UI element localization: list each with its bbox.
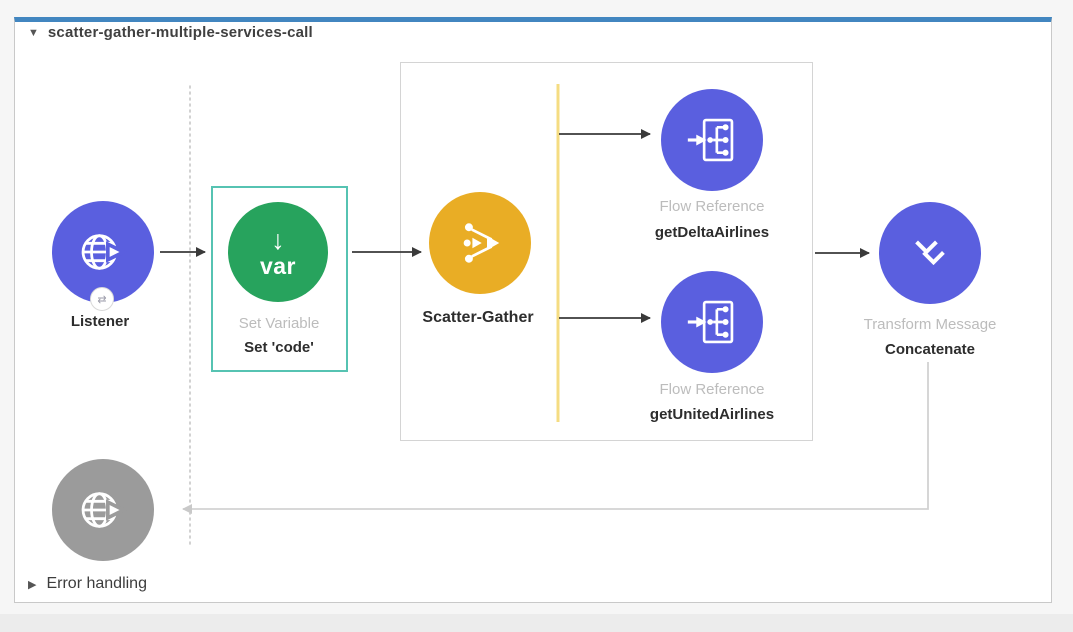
set-variable-type-label: Set Variable [238,315,320,332]
flow-reference-2-name-label: getUnitedAirlines [649,406,775,423]
dataweave-icon [915,240,945,266]
canvas-bottom-margin [0,614,1073,632]
reply-arrows-icon: ⇄ [97,293,107,306]
set-variable-node[interactable]: ↓ var [228,202,328,302]
flow-reference-1-type-label: Flow Reference [659,198,765,215]
down-arrow-icon: ↓ [271,224,285,255]
expand-triangle-icon[interactable]: ▶ [28,578,37,591]
error-handling-row[interactable]: ▶ Error handling [28,575,147,593]
globe-arrow-icon [81,234,128,270]
transform-message-type-label: Transform Message [863,316,997,333]
flow-title: scatter-gather-multiple-services-call [47,24,313,41]
listener-label: Listener [70,313,130,330]
globe-arrow-icon [81,492,128,528]
flow-reference-1-name-label: getDeltaAirlines [654,224,770,241]
flow-reference-icon [687,300,734,344]
transform-message-node[interactable] [879,202,981,304]
set-variable-icon: ↓ var [259,224,297,279]
flow-title-row[interactable]: ▼ scatter-gather-multiple-services-call [28,24,313,41]
scatter-gather-icon [463,223,500,263]
var-icon-text: var [259,252,297,279]
flow-reference-2-type-label: Flow Reference [659,381,765,398]
response-endpoint-node[interactable] [52,459,154,561]
error-handling-label: Error handling [46,575,147,592]
set-variable-name-label: Set 'code' [244,339,314,356]
scatter-gather-label: Scatter-Gather [422,309,534,326]
scatter-gather-node[interactable] [429,192,531,294]
flow-reference-icon [687,118,734,162]
flow-reference-united-node[interactable] [661,271,763,373]
listener-response-badge[interactable]: ⇄ [90,287,114,311]
collapse-triangle-icon[interactable]: ▼ [28,26,39,39]
listener-node[interactable] [52,201,154,303]
transform-message-name-label: Concatenate [884,341,976,358]
flow-reference-delta-node[interactable] [661,89,763,191]
